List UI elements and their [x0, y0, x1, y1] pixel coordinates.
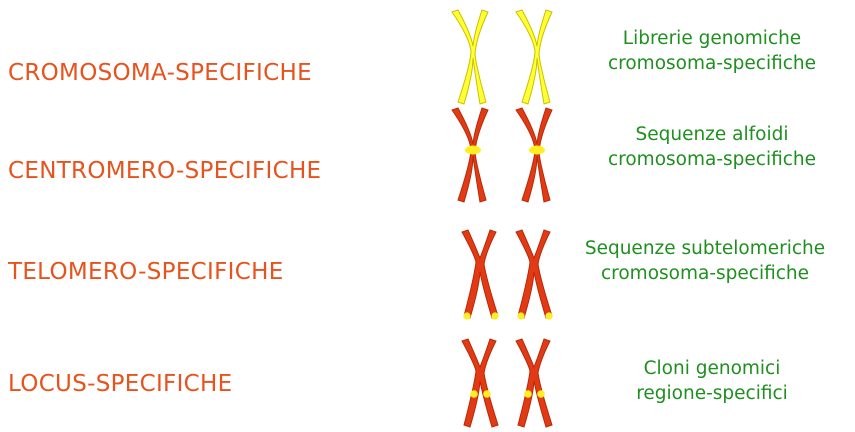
description-line-1: Cloni genomici [562, 356, 855, 381]
chromosome-pair-cromosoma [440, 8, 560, 108]
chromosome-left [462, 339, 498, 427]
centromere-signal [465, 146, 481, 155]
description-line-1: Sequenze alfoidi [562, 122, 855, 147]
description-line-2: cromosoma-specifiche [555, 261, 855, 286]
locus-signal [483, 390, 491, 398]
chromosome-right [516, 10, 552, 104]
telomere-signal [517, 312, 524, 319]
description-line-1: Sequenze subtelomeriche [555, 236, 855, 261]
description-line-2: cromosoma-specifiche [562, 147, 855, 172]
row-description-centromero: Sequenze alfoidi cromosoma-specifiche [562, 122, 855, 172]
chromosome-pair-locus [452, 337, 562, 432]
telomere-signal [545, 312, 552, 319]
chromosome-right [516, 339, 552, 427]
chromosome-left [452, 10, 488, 104]
chromosome-left [452, 108, 488, 202]
row-label-centromero: CENTROMERO-SPECIFICHE [8, 158, 321, 184]
chromosome-pair-telomero [452, 228, 562, 323]
locus-signal [470, 390, 478, 398]
locus-signal [524, 390, 532, 398]
centromere-signal [529, 146, 545, 155]
chromosome-right [516, 108, 552, 202]
row-description-telomero: Sequenze subtelomeriche cromosoma-specif… [555, 236, 855, 286]
row-description-cromosoma: Librerie genomiche cromosoma-specifiche [562, 26, 855, 76]
chromosome-left [462, 230, 499, 320]
description-line-2: regione-specifici [562, 381, 855, 406]
locus-signal [537, 390, 545, 398]
row-label-locus: LOCUS-SPECIFICHE [8, 371, 232, 397]
row-label-cromosoma: CROMOSOMA-SPECIFICHE [8, 60, 312, 86]
chromosome-pair-centromero [440, 106, 560, 206]
description-line-1: Librerie genomiche [562, 26, 855, 51]
description-line-2: cromosoma-specifiche [562, 51, 855, 76]
telomere-signal [491, 312, 498, 319]
row-description-locus: Cloni genomici regione-specifici [562, 356, 855, 406]
telomere-signal [463, 312, 470, 319]
chromosome-right [516, 230, 553, 320]
row-label-telomero: TELOMERO-SPECIFICHE [8, 259, 284, 285]
